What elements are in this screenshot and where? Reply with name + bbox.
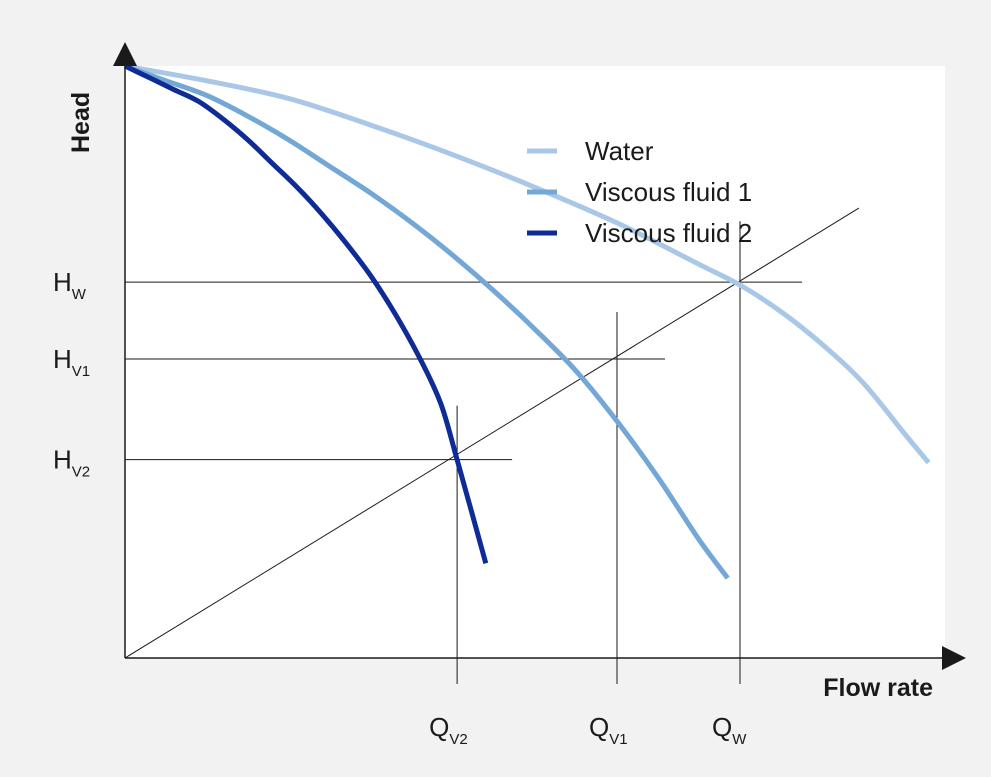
series-line [124,63,730,580]
legend-label: Viscous fluid 2 [585,218,752,248]
x-axis-title: Flow rate [823,674,933,702]
x-tick-label: QW [712,712,747,748]
y-tick-label: HV2 [53,445,90,481]
y-axis-arrow [113,42,137,66]
x-axis-arrow [942,646,966,670]
x-tick-label: QV1 [589,712,628,748]
series-line [124,63,931,465]
axes [113,42,966,670]
plot-area [125,66,945,658]
legend-label: Water [585,136,654,166]
series-line [123,63,489,564]
series-lines [123,63,931,580]
x-tick-label: QV2 [429,712,468,748]
y-tick-label: HV1 [53,344,90,380]
y-axis-title: Head [67,92,95,153]
legend-label: Viscous fluid 1 [585,177,752,207]
y-tick-label: HW [53,267,87,303]
